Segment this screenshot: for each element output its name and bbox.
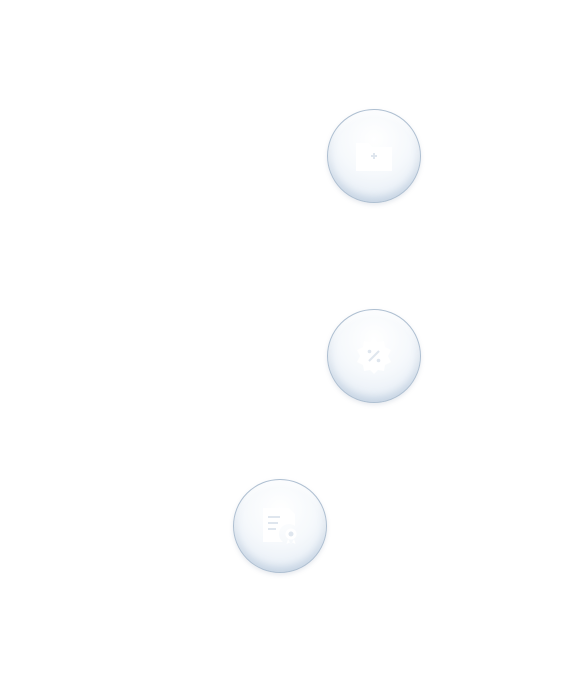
certificate-document-icon [263, 508, 297, 545]
certificate-button[interactable] [233, 479, 327, 573]
folder-plus-icon [356, 143, 392, 171]
discount-badge-icon [357, 338, 391, 374]
add-folder-button[interactable] [327, 109, 421, 203]
discount-button[interactable] [327, 309, 421, 403]
